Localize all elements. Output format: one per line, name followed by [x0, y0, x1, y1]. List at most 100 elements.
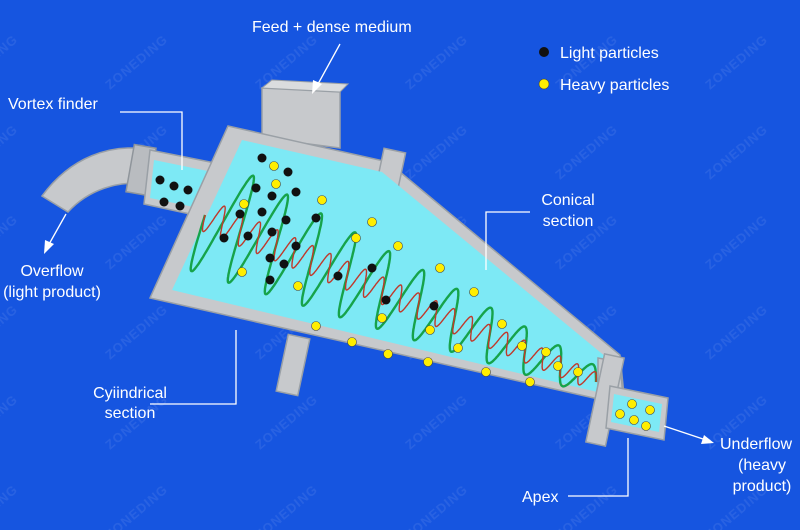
light-particle: [243, 231, 253, 241]
heavy-particle: [383, 349, 393, 359]
watermark-text: ZONEDING: [0, 212, 21, 273]
apex-label: Apex: [522, 489, 558, 506]
heavy-particle: [481, 367, 491, 377]
overflow-arrowhead: [44, 240, 54, 254]
watermark-text: ZONEDING: [402, 392, 470, 453]
light-particle: [265, 253, 275, 263]
conical-label-line2: section: [543, 213, 594, 230]
light-particle: [219, 233, 229, 243]
watermark-text: ZONEDING: [0, 122, 21, 183]
underflow-arrowhead: [701, 435, 714, 444]
light-particle: [235, 209, 245, 219]
heavy-particle: [497, 319, 507, 329]
watermark-text: ZONEDING: [0, 482, 21, 530]
watermark-text: ZONEDING: [102, 302, 170, 363]
heavy-particle: [237, 267, 247, 277]
watermark-text: ZONEDING: [252, 0, 320, 2]
light-particle: [175, 201, 185, 211]
watermark-text: ZONEDING: [252, 392, 320, 453]
watermark-text: ZONEDING: [102, 32, 170, 93]
light-particle: [381, 295, 391, 305]
overflow-label-line1: Overflow: [20, 263, 84, 280]
watermark-text: ZONEDING: [102, 482, 170, 530]
heavy-particle: [469, 287, 479, 297]
watermark-text: ZONEDING: [102, 212, 170, 273]
cylindrical-label-line2: section: [105, 405, 156, 422]
heavy-particles: [237, 161, 655, 431]
watermark-text: ZONEDING: [702, 0, 770, 2]
feed-label: Feed + dense medium: [252, 19, 412, 36]
vortex-finder-leader: [120, 111, 183, 170]
conical-leader: [485, 211, 530, 270]
legend-light-label: Light particles: [560, 45, 659, 62]
watermark-text: ZONEDING: [0, 32, 21, 93]
overflow-elbow-pipe: [40, 147, 153, 213]
light-particle: [311, 213, 321, 223]
heavy-particle: [393, 241, 403, 251]
heavy-particle: [627, 399, 637, 409]
light-particle: [257, 153, 267, 163]
heavy-particle: [317, 195, 327, 205]
light-particle: [429, 301, 439, 311]
underflow-label-line1: Underflow: [720, 436, 792, 453]
overflow-arrow: [47, 213, 67, 247]
legend-heavy-swatch: [538, 78, 550, 90]
light-particle: [291, 187, 301, 197]
watermark-text: ZONEDING: [402, 122, 470, 183]
legend-heavy-label: Heavy particles: [560, 77, 669, 94]
heavy-particle: [453, 343, 463, 353]
feed-arrowhead: [312, 80, 322, 94]
underflow-label-line3: product): [733, 478, 792, 495]
light-particle: [333, 271, 343, 281]
legend-light-swatch: [539, 47, 549, 57]
heavy-particle: [293, 281, 303, 291]
lower-flange: [275, 333, 311, 397]
light-particle: [257, 207, 267, 217]
light-particle: [283, 167, 293, 177]
overflow-label-line2: (light product): [3, 284, 101, 301]
watermark-text: ZONEDING: [0, 302, 21, 363]
heavy-particle: [269, 161, 279, 171]
light-particles: [155, 153, 439, 311]
light-particle: [159, 197, 169, 207]
watermark-text: ZONEDING: [702, 212, 770, 273]
watermark-text: ZONEDING: [402, 32, 470, 93]
heavy-particle: [517, 341, 527, 351]
heavy-particle: [553, 361, 563, 371]
heavy-particle: [271, 179, 281, 189]
light-particle: [267, 191, 277, 201]
light-particle: [367, 263, 377, 273]
light-particle: [183, 185, 193, 195]
heavy-particle: [573, 367, 583, 377]
watermark-text: ZONEDING: [402, 482, 470, 530]
heavy-particle: [347, 337, 357, 347]
watermark-text: ZONEDING: [552, 482, 620, 530]
conical-label-line1: Conical: [541, 192, 594, 209]
light-particle: [265, 275, 275, 285]
heavy-particle: [423, 357, 433, 367]
cylindrical-label-line1: Cyiindrical: [93, 385, 167, 402]
underflow-label-line2: (heavy: [738, 457, 786, 474]
watermark-text: ZONEDING: [0, 0, 21, 2]
apex-leader: [568, 438, 629, 497]
light-particle: [279, 259, 289, 269]
watermark-text: ZONEDING: [702, 122, 770, 183]
heavy-particle: [351, 233, 361, 243]
watermark-text: ZONEDING: [552, 122, 620, 183]
heavy-particle: [615, 409, 625, 419]
underflow-arrow: [663, 425, 707, 441]
watermark-text: ZONEDING: [702, 32, 770, 93]
heavy-particle: [629, 415, 639, 425]
heavy-particle: [239, 199, 249, 209]
heavy-particle: [377, 313, 387, 323]
light-particle: [267, 227, 277, 237]
watermark-text: ZONEDING: [702, 302, 770, 363]
light-particle: [291, 241, 301, 251]
watermark-text: ZONEDING: [0, 392, 21, 453]
heavy-particle: [435, 263, 445, 273]
cylindrical-leader: [150, 330, 237, 405]
light-particle: [169, 181, 179, 191]
legend: Light particles Heavy particles: [538, 45, 669, 94]
